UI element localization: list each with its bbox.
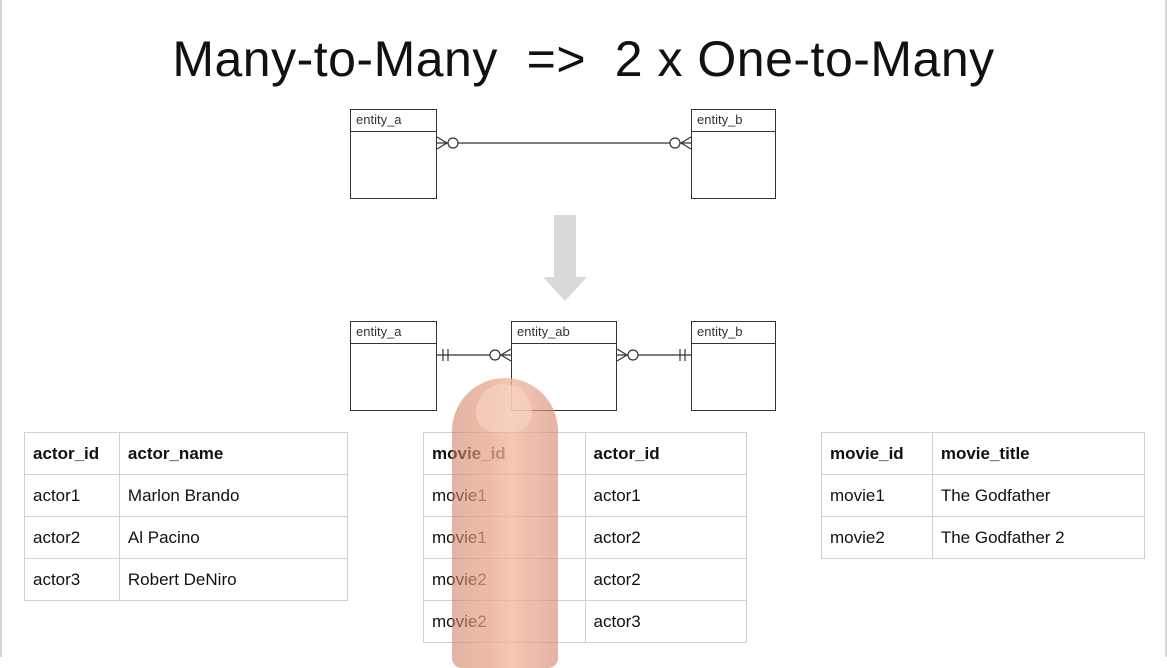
table-cell: movie2 bbox=[821, 516, 933, 559]
entity-name: entity_ab bbox=[512, 322, 616, 344]
table-cell: actor2 bbox=[584, 558, 748, 601]
table-cell: actor1 bbox=[584, 474, 748, 517]
table-cell: actor2 bbox=[24, 516, 120, 559]
down-arrow-icon bbox=[543, 215, 587, 301]
table-cell: movie1 bbox=[423, 516, 586, 559]
table-row: movie2 actor3 bbox=[423, 600, 748, 643]
entity-name: entity_b bbox=[692, 110, 775, 132]
table-cell: Al Pacino bbox=[118, 516, 349, 559]
movie-actor-table: movie_id actor_id movie1 actor1 movie1 a… bbox=[423, 432, 748, 643]
column-header: movie_id bbox=[821, 432, 933, 475]
table-cell: movie1 bbox=[821, 474, 933, 517]
table-cell: movie2 bbox=[423, 600, 586, 643]
actors-table: actor_id actor_name actor1 Marlon Brando… bbox=[24, 432, 349, 601]
table-row: actor2 Al Pacino bbox=[24, 516, 349, 559]
table-header-row: movie_id actor_id bbox=[423, 432, 748, 475]
table-header-row: movie_id movie_title bbox=[821, 432, 1146, 475]
top-relationship bbox=[436, 136, 692, 150]
frame-edge-right bbox=[1165, 0, 1167, 657]
entity-box-b-bottom: entity_b bbox=[691, 321, 776, 411]
table-cell: The Godfather bbox=[931, 474, 1146, 517]
table-header-row: actor_id actor_name bbox=[24, 432, 349, 475]
table-cell: The Godfather 2 bbox=[931, 516, 1146, 559]
entity-box-a-bottom: entity_a bbox=[350, 321, 437, 411]
table-cell: actor3 bbox=[584, 600, 748, 643]
table-cell: Marlon Brando bbox=[118, 474, 349, 517]
table-cell: actor1 bbox=[24, 474, 120, 517]
table-row: actor1 Marlon Brando bbox=[24, 474, 349, 517]
movies-table: movie_id movie_title movie1 The Godfathe… bbox=[821, 432, 1146, 559]
column-header: actor_id bbox=[24, 432, 120, 475]
slide-title: Many-to-Many => 2 x One-to-Many bbox=[172, 31, 995, 87]
entity-box-a-top: entity_a bbox=[350, 109, 437, 199]
entity-name: entity_b bbox=[692, 322, 775, 344]
column-header: movie_title bbox=[931, 432, 1146, 475]
table-cell: Robert DeNiro bbox=[118, 558, 349, 601]
table-row: movie2 actor2 bbox=[423, 558, 748, 601]
table-cell: actor3 bbox=[24, 558, 120, 601]
table-row: movie1 actor1 bbox=[423, 474, 748, 517]
entity-name: entity_a bbox=[351, 322, 436, 344]
table-cell: movie2 bbox=[423, 558, 586, 601]
frame-edge-left bbox=[0, 0, 2, 657]
table-row: movie1 The Godfather bbox=[821, 474, 1146, 517]
table-cell: actor2 bbox=[584, 516, 748, 559]
bottom-relationship-left bbox=[437, 348, 512, 362]
table-row: movie1 actor2 bbox=[423, 516, 748, 559]
entity-box-b-top: entity_b bbox=[691, 109, 776, 199]
table-cell: movie1 bbox=[423, 474, 586, 517]
entity-name: entity_a bbox=[351, 110, 436, 132]
column-header: actor_id bbox=[584, 432, 748, 475]
column-header: actor_name bbox=[118, 432, 349, 475]
column-header: movie_id bbox=[423, 432, 586, 475]
entity-box-ab-bottom: entity_ab bbox=[511, 321, 617, 411]
table-row: actor3 Robert DeNiro bbox=[24, 558, 349, 601]
bottom-relationship-right bbox=[616, 348, 691, 362]
table-row: movie2 The Godfather 2 bbox=[821, 516, 1146, 559]
